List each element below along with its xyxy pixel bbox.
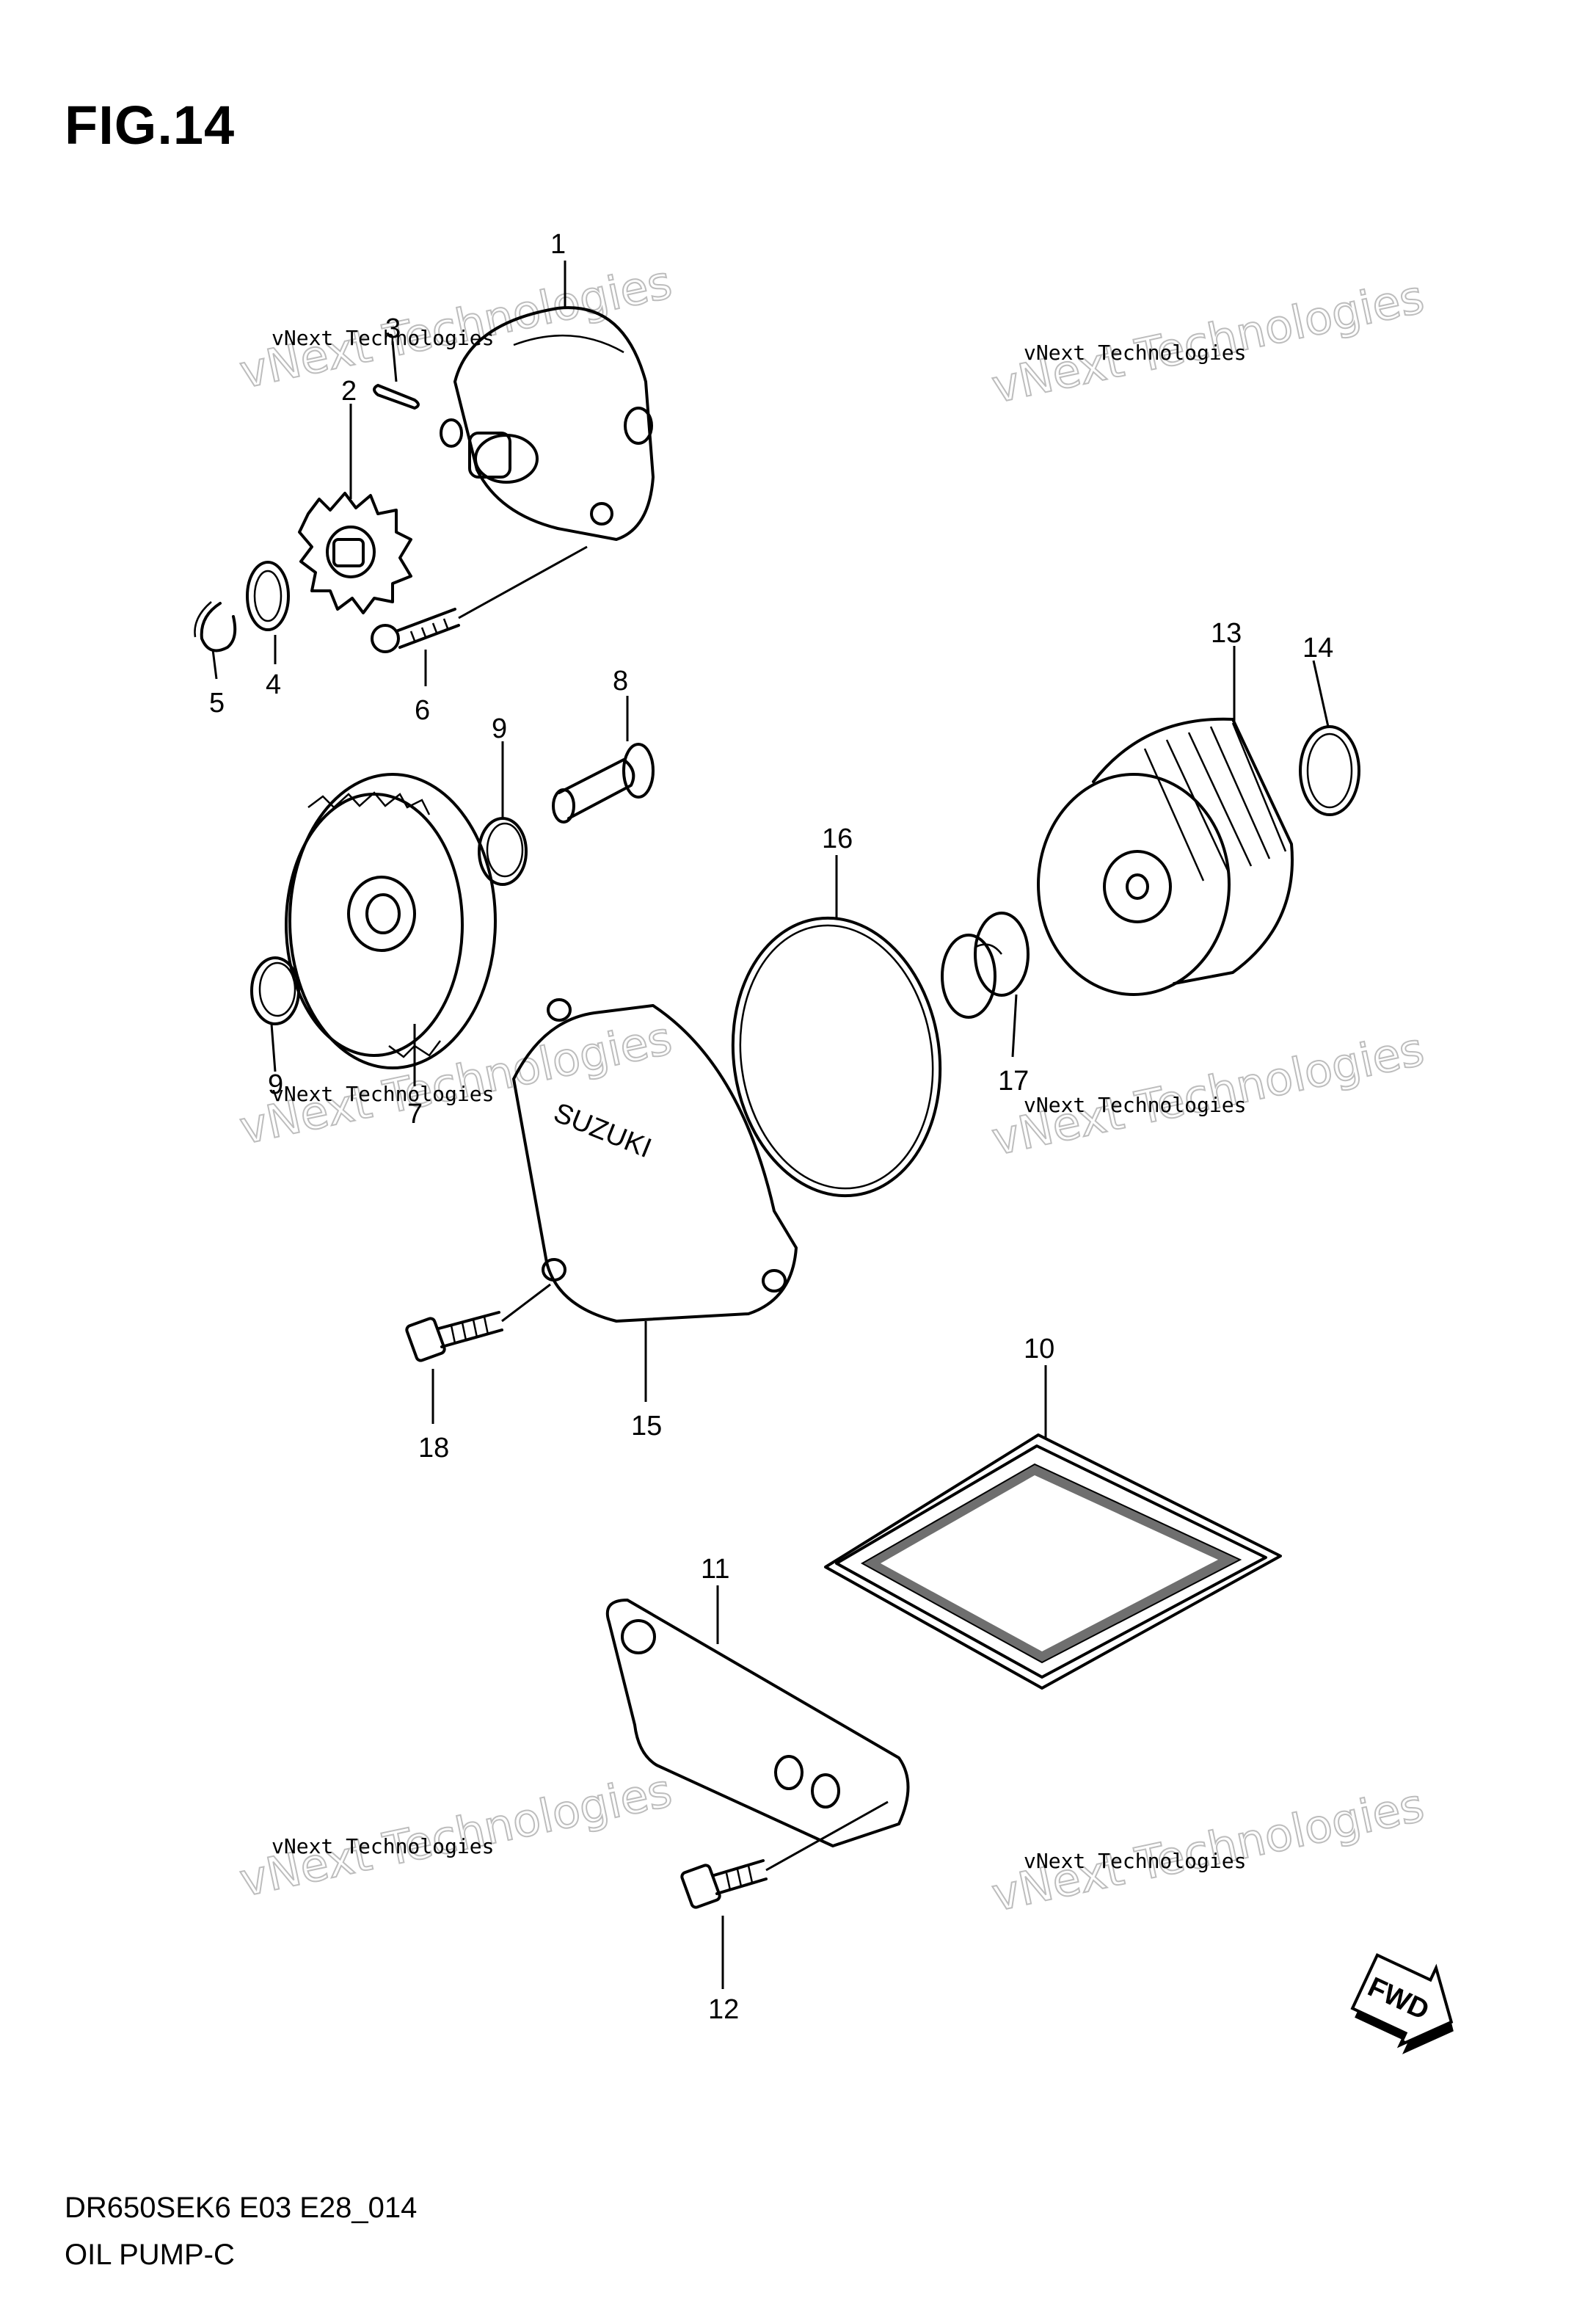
part-18-bolt: [405, 1283, 551, 1362]
callout-10: 10: [1024, 1334, 1054, 1364]
part-10-strainer: [824, 1433, 1282, 1690]
callout-5: 5: [209, 688, 225, 719]
watermark-mid-right: vNext Technologies vNext Technologies: [986, 1021, 1429, 1166]
figure-name: OIL PUMP-C: [65, 2239, 235, 2271]
leader-lines: [211, 261, 1330, 1989]
cover-lettering: SUZUKI: [550, 1097, 656, 1164]
callout-18: 18: [418, 1433, 449, 1464]
callout-4: 4: [266, 669, 281, 700]
callout-9-upper: 9: [492, 713, 507, 744]
figure-code: DR650SEK6 E03 E28_014: [65, 2192, 418, 2224]
callout-14: 14: [1302, 633, 1333, 664]
callout-1: 1: [550, 229, 566, 260]
callout-12: 12: [708, 1994, 739, 2025]
watermark-top-right: vNext Technologies vNext Technologies: [986, 269, 1429, 414]
part-12-bolt: [680, 1800, 889, 1909]
watermark-small-text: vNext Technologies: [272, 1834, 494, 1858]
part-5-circlip: [194, 601, 237, 652]
part-1-pump-body: [440, 306, 655, 541]
watermark-bottom-right: vNext Technologies vNext Technologies: [986, 1777, 1429, 1922]
part-7-driven-gear: [285, 773, 497, 1069]
part-13-oil-filter: [1037, 717, 1294, 996]
part-2-pump-gear: [298, 492, 412, 614]
callout-9-lower: 9: [268, 1069, 283, 1100]
part-8-shaft: [552, 743, 655, 824]
figure-title: FIG.14: [65, 95, 236, 156]
callout-3: 3: [385, 313, 401, 344]
watermark-small-text: vNext Technologies: [1024, 341, 1246, 365]
watermark-group: vNext Technologies vNext Technologies vN…: [234, 254, 1429, 1922]
part-14-o-ring: [1299, 725, 1360, 816]
watermark-small-text: vNext Technologies: [1024, 1093, 1246, 1117]
watermark-small-text: vNext Technologies: [1024, 1849, 1246, 1873]
part-9-circlip-upper: [478, 817, 528, 886]
callout-2: 2: [341, 376, 357, 407]
watermark-small-text: vNext Technologies: [272, 326, 494, 350]
part-17-spring: [941, 912, 1030, 1019]
part-3-pin: [373, 384, 420, 410]
watermark-bottom-left: vNext Technologies vNext Technologies: [234, 1762, 677, 1908]
fwd-arrow-icon: FWD: [1350, 1953, 1454, 2054]
watermark-small-text: vNext Technologies: [272, 1082, 494, 1106]
callout-17: 17: [998, 1066, 1029, 1097]
callout-6: 6: [415, 695, 430, 726]
part-16-large-o-ring: [731, 916, 942, 1198]
callout-13: 13: [1211, 618, 1242, 649]
part-6-bolt: [371, 545, 588, 653]
callout-7: 7: [407, 1099, 423, 1130]
callout-8: 8: [613, 666, 628, 697]
part-11-bracket: [605, 1599, 910, 1847]
callout-16: 16: [822, 824, 853, 854]
callout-numbers: 1 2 3 4 5 6 7 8 9 9 10 11 12 13 14 15 16…: [209, 229, 1333, 2025]
callout-15: 15: [631, 1411, 662, 1442]
callout-11: 11: [701, 1554, 729, 1585]
part-4-washer: [246, 561, 290, 631]
